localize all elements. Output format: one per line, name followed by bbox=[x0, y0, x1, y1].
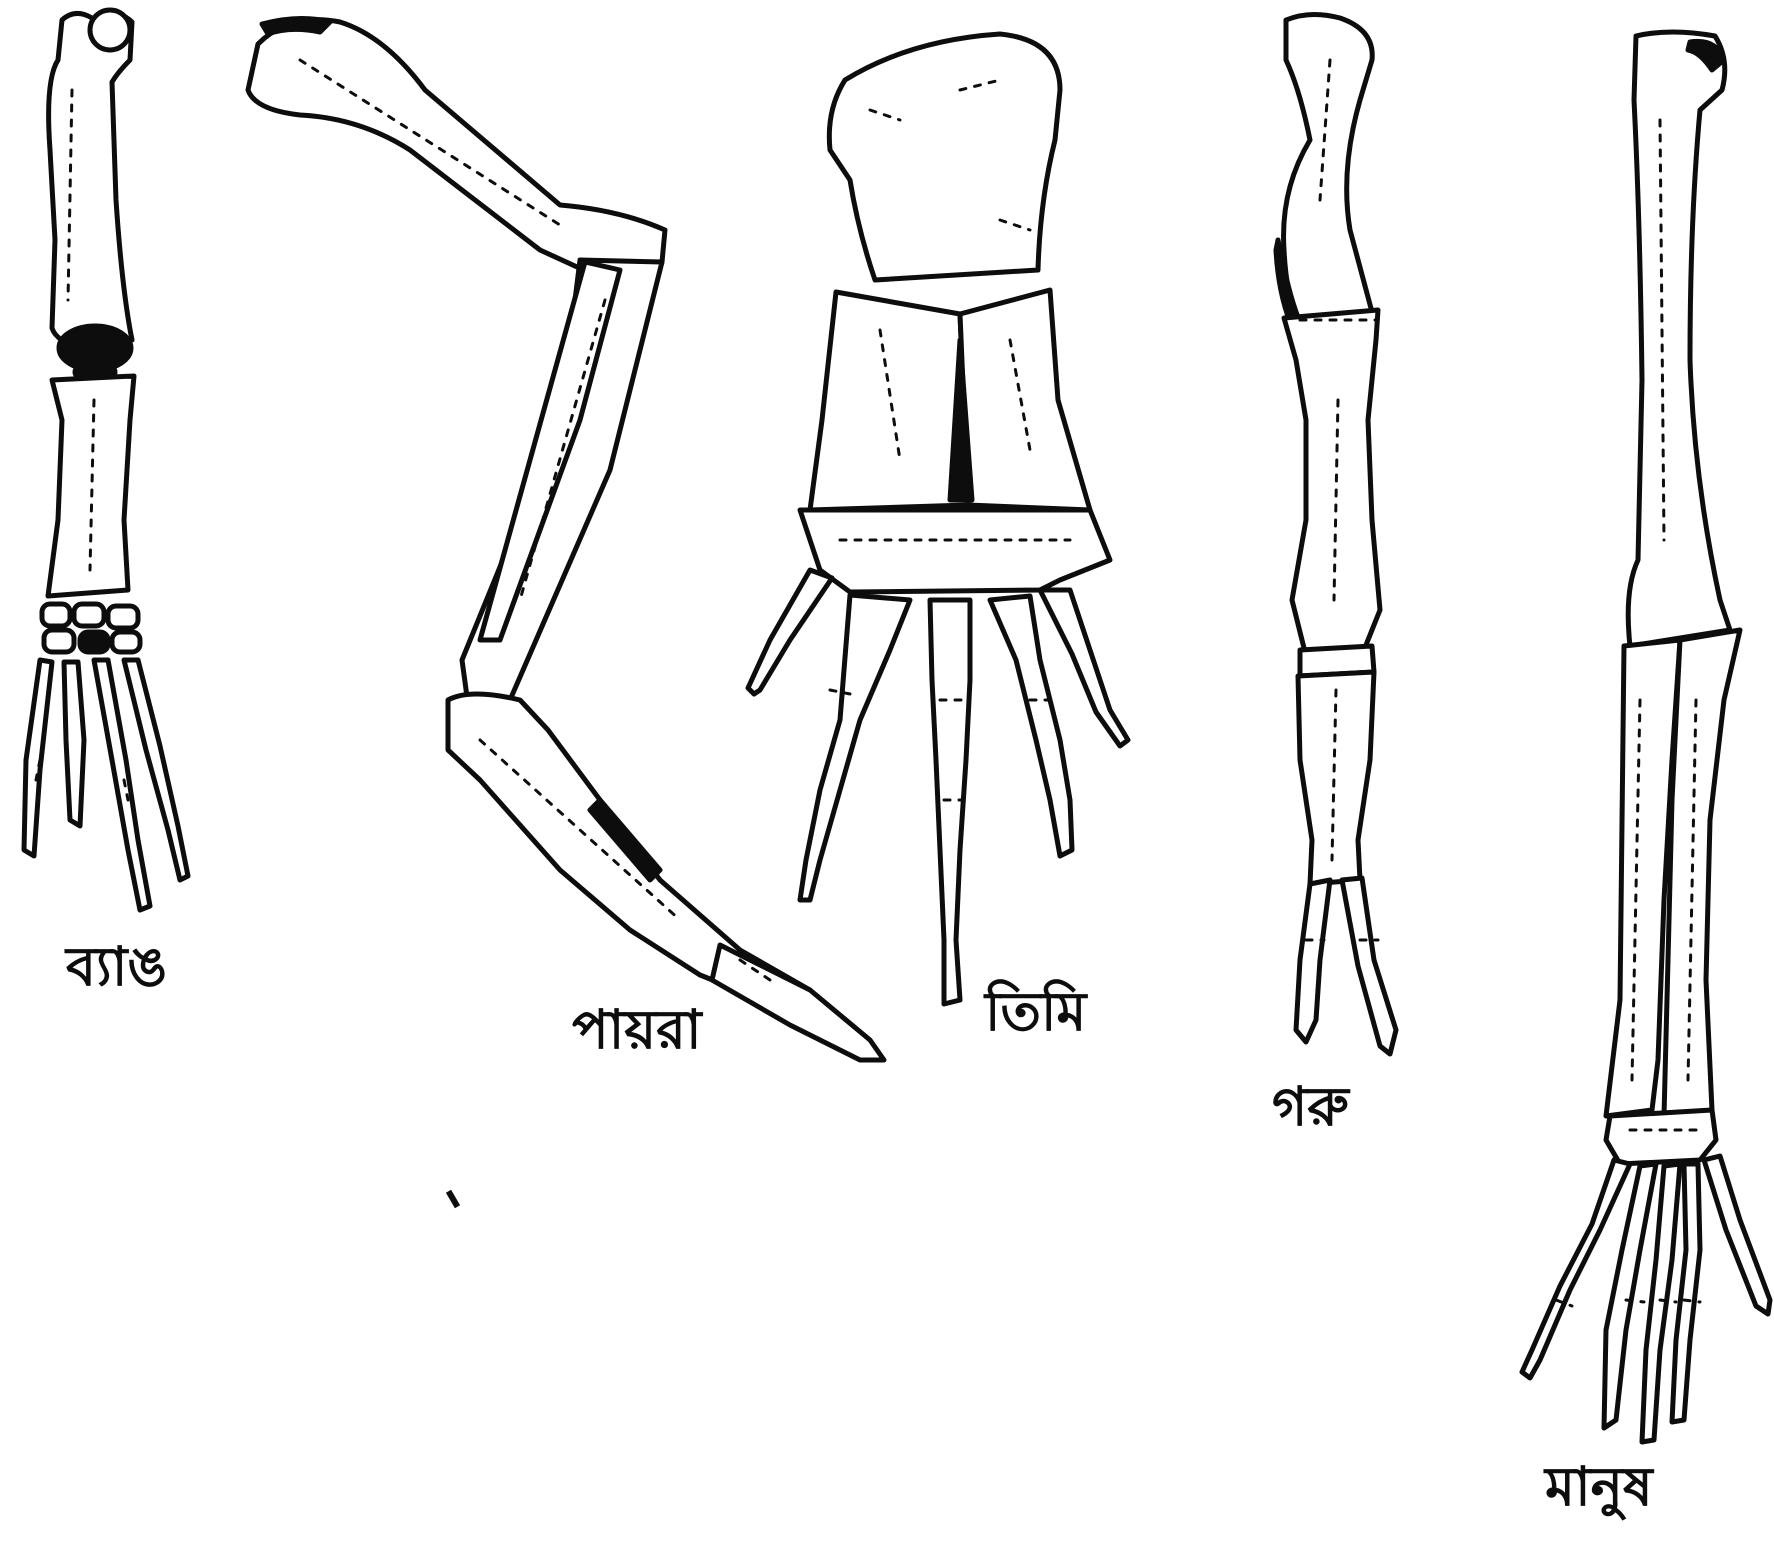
label-cow: গরু bbox=[1272, 1080, 1349, 1134]
human-arm bbox=[1522, 32, 1770, 1442]
cow-digits bbox=[1296, 878, 1396, 1054]
label-pigeon: পায়রা bbox=[572, 1003, 702, 1057]
pigeon-radius-ulna bbox=[462, 260, 662, 704]
frog-forelimb bbox=[24, 10, 188, 910]
label-frog: ব্যাঙ bbox=[66, 940, 167, 994]
frog-digits bbox=[24, 660, 188, 910]
frog-carpals bbox=[42, 604, 140, 652]
cow-forelimb bbox=[1276, 14, 1396, 1054]
whale-digits bbox=[748, 570, 1128, 1004]
whale-carpals bbox=[800, 510, 1110, 592]
pigeon-wing bbox=[248, 18, 884, 1060]
pigeon-digit bbox=[712, 945, 884, 1060]
human-carpals bbox=[1606, 1110, 1716, 1164]
whale-humerus bbox=[829, 34, 1060, 280]
human-humerus bbox=[1628, 32, 1730, 646]
whale-flipper bbox=[748, 34, 1128, 1004]
frog-humerus bbox=[49, 10, 132, 352]
label-whale: তিমি bbox=[985, 985, 1086, 1039]
cow-cannon-bone bbox=[1298, 672, 1374, 884]
cow-radius-ulna bbox=[1284, 310, 1380, 656]
cow-humerus bbox=[1276, 14, 1372, 322]
label-human: মানুষ bbox=[1545, 1460, 1653, 1514]
human-digits bbox=[1522, 1156, 1770, 1442]
pigeon-humerus bbox=[248, 18, 665, 272]
human-ulna bbox=[1664, 630, 1740, 1116]
frog-radioulna bbox=[48, 376, 134, 596]
whale-radius-ulna bbox=[810, 290, 1090, 510]
frog-elbow-joint bbox=[59, 326, 131, 382]
